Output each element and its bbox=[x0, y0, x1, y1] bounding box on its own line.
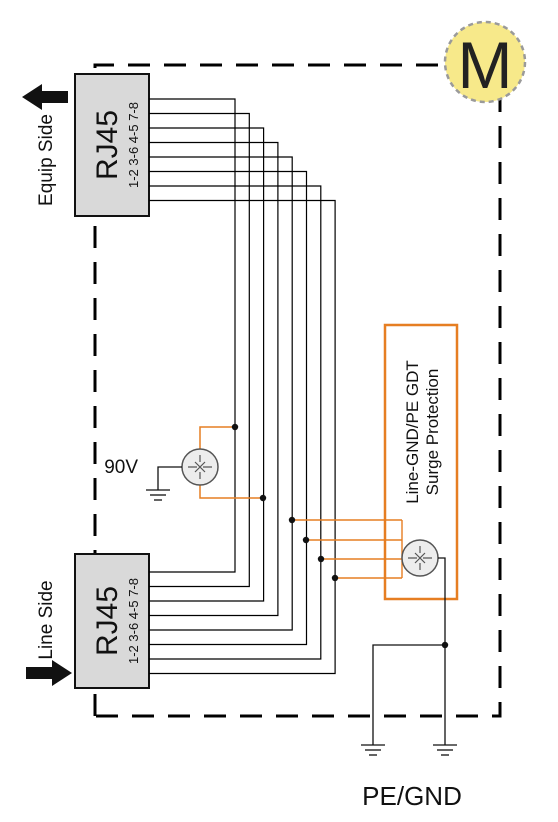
rj45-equip-pins: 1-2 3-6 4-5 7-8 bbox=[126, 102, 141, 188]
wire-pin-5 bbox=[149, 156, 293, 631]
equip-arrow-icon bbox=[22, 84, 68, 110]
wire-bundle bbox=[149, 98, 336, 675]
rj45-equip-connector: RJ45 1-2 3-6 4-5 7-8 bbox=[74, 73, 150, 217]
gdt-surge-label-line2: Surge Protection bbox=[423, 369, 442, 496]
gdt-90v-lower-lead bbox=[199, 482, 263, 499]
rj45-line-pins: 1-2 3-6 4-5 7-8 bbox=[126, 578, 141, 664]
pe-ground-wire-left bbox=[372, 644, 445, 745]
module-boundary bbox=[93, 63, 502, 718]
wire-pin-8 bbox=[149, 199, 336, 675]
junction-surge-3 bbox=[317, 555, 325, 563]
wire-pin-1 bbox=[149, 98, 236, 573]
wire-pin-7 bbox=[149, 185, 322, 660]
junction-surge-1 bbox=[288, 516, 296, 524]
rj45-equip-body bbox=[74, 73, 150, 217]
wire-pin-4 bbox=[149, 141, 279, 617]
gdt-surge-box bbox=[383, 323, 459, 601]
junction-surge-2 bbox=[302, 536, 310, 544]
gdt-90v-ground-lead bbox=[157, 466, 182, 490]
wire-pin-2 bbox=[149, 112, 250, 588]
junction-90v-2 bbox=[259, 494, 267, 502]
rj45-equip-title: RJ45 bbox=[91, 110, 124, 180]
module-badge: M bbox=[443, 20, 527, 104]
module-badge-circle bbox=[443, 20, 527, 104]
pe-ground-node bbox=[441, 641, 449, 649]
gdt-90v: 90V bbox=[104, 426, 263, 501]
gdt-90v-arc bbox=[188, 455, 212, 479]
wire-pin-6 bbox=[149, 170, 308, 646]
pe-gnd-label: PE/GND bbox=[362, 781, 462, 811]
ground-network: PE/GND bbox=[361, 641, 462, 811]
module-badge-letter: M bbox=[458, 28, 513, 102]
line-side-label: Line Side bbox=[36, 580, 57, 659]
wire-pin-3 bbox=[149, 127, 265, 602]
equip-side-label: Equip Side bbox=[36, 114, 57, 206]
line-arrow-icon bbox=[26, 660, 72, 686]
gdt-surge-label-line1: Line-GND/PE GDT bbox=[403, 360, 422, 504]
junction-surge-4 bbox=[331, 574, 339, 582]
gdt-surge-arc bbox=[408, 546, 432, 570]
junction-dots bbox=[231, 423, 339, 582]
gdt-surge-ground-lead bbox=[438, 557, 446, 645]
gdt-surge-protection: Line-GND/PE GDT Surge Protection bbox=[383, 323, 459, 645]
rj45-line-title: RJ45 bbox=[91, 586, 124, 656]
gdt-90v-upper-lead bbox=[199, 426, 235, 452]
rj45-line-connector: RJ45 1-2 3-6 4-5 7-8 bbox=[74, 553, 150, 689]
gdt-90v-label: 90V bbox=[104, 457, 138, 478]
rj45-line-body bbox=[74, 553, 150, 689]
junction-90v-1 bbox=[231, 423, 239, 431]
